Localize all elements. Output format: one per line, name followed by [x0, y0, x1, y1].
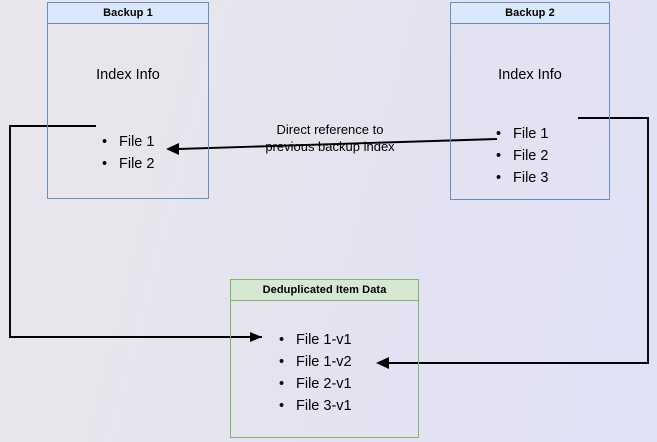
list-item: File 1-v1 [279, 329, 352, 351]
deduplicated-item-data-body: File 1-v1 File 1-v2 File 2-v1 File 3-v1 [231, 301, 418, 437]
list-item: File 3 [496, 167, 548, 189]
deduplicated-item-data-box: Deduplicated Item Data File 1-v1 File 1-… [230, 279, 419, 438]
caption-line-1: Direct reference to [276, 122, 384, 137]
backup-1-box: Backup 1 Index Info File 1 File 2 [47, 2, 209, 199]
backup-2-body: Index Info File 1 File 2 File 3 [451, 24, 609, 199]
list-item: File 2 [496, 145, 548, 167]
list-item: File 3-v1 [279, 395, 352, 417]
backup-1-index-info-label: Index Info [96, 67, 160, 83]
backup-1-body: Index Info File 1 File 2 [48, 24, 208, 198]
list-item: File 1 [102, 131, 154, 153]
list-item: File 2 [102, 153, 154, 175]
list-item: File 2-v1 [279, 373, 352, 395]
list-item: File 1 [496, 123, 548, 145]
deduplicated-file-list: File 1-v1 File 1-v2 File 2-v1 File 3-v1 [279, 329, 352, 417]
backup-2-box: Backup 2 Index Info File 1 File 2 File 3 [450, 2, 610, 200]
backup-2-index-info-label: Index Info [498, 67, 562, 83]
backup-2-header: Backup 2 [451, 3, 609, 24]
direct-reference-caption: Direct reference to previous backup inde… [245, 121, 415, 155]
caption-line-2: previous backup index [265, 139, 395, 154]
deduplicated-item-data-header: Deduplicated Item Data [231, 280, 418, 301]
backup-1-file-list: File 1 File 2 [102, 131, 154, 175]
list-item: File 1-v2 [279, 351, 352, 373]
backup-2-file-list: File 1 File 2 File 3 [496, 123, 548, 189]
backup-1-header: Backup 1 [48, 3, 208, 24]
